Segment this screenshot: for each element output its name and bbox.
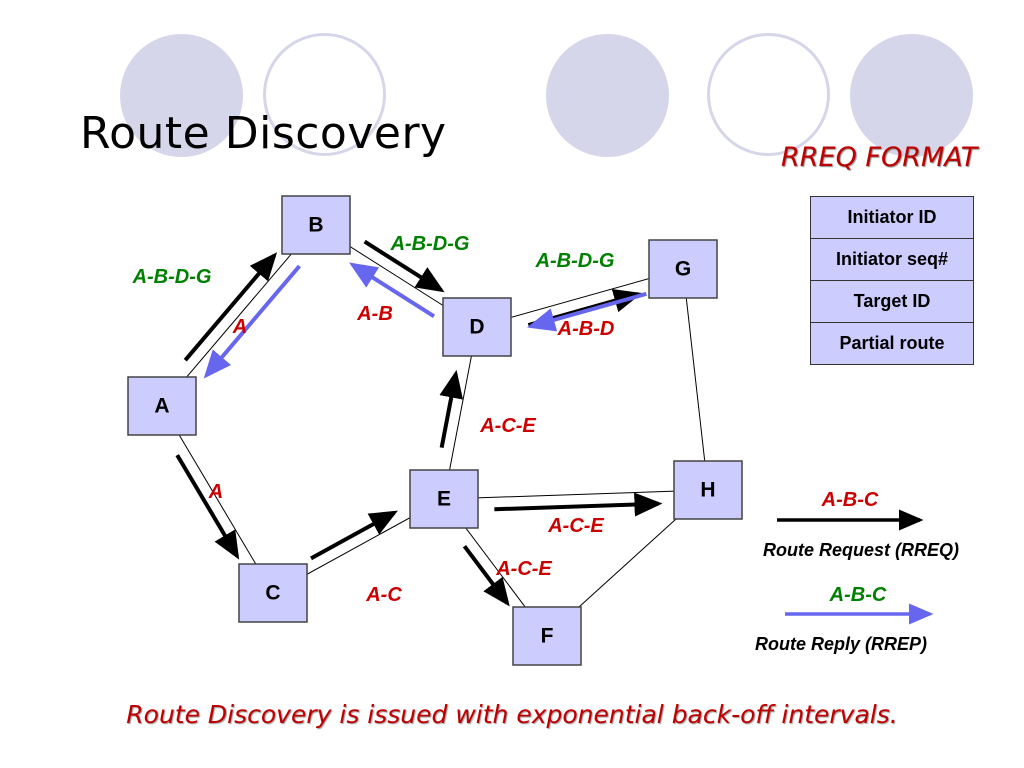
node-G: G bbox=[648, 239, 718, 299]
rreq-label-C-E: A-C bbox=[365, 584, 402, 606]
decor-circle-4 bbox=[707, 33, 830, 156]
rreq-format-heading: RREQ FORMAT bbox=[781, 142, 978, 173]
node-label: H bbox=[700, 479, 715, 502]
node-label: F bbox=[541, 625, 554, 648]
rreq-field: Initiator ID bbox=[810, 196, 974, 239]
node-label: E bbox=[437, 488, 451, 511]
rrep-label-G-D: A-B-D-G bbox=[535, 250, 615, 272]
arrows-layer bbox=[175, 239, 663, 607]
rreq-arrow-E-D bbox=[439, 369, 464, 449]
link-A-C bbox=[161, 405, 274, 594]
rreq-arrow-A-B bbox=[183, 252, 278, 362]
rreq-label-A-C: A bbox=[208, 481, 223, 503]
nodes-layer: A B C D E F G H bbox=[127, 195, 743, 666]
node-box bbox=[512, 606, 582, 666]
rrep-arrow-G-D bbox=[526, 291, 647, 332]
rreq-arrow-E-H bbox=[494, 492, 663, 517]
node-box bbox=[281, 195, 351, 255]
node-label: B bbox=[308, 214, 323, 237]
node-B: B bbox=[281, 195, 351, 255]
decor-circle-1 bbox=[120, 34, 243, 157]
decor-circle-3 bbox=[546, 34, 669, 157]
legend-request-text: Route Request (RREQ) bbox=[763, 540, 959, 560]
legend-request-sample-label: A-B-C bbox=[821, 489, 879, 511]
decor-circle-5 bbox=[850, 34, 973, 157]
legend-reply-text: Route Reply (RREP) bbox=[755, 634, 927, 654]
node-E: E bbox=[409, 469, 479, 529]
node-box bbox=[648, 239, 718, 299]
link-A-B bbox=[161, 224, 317, 407]
rreq-label-D-G: A-B-D bbox=[557, 318, 615, 340]
rrep-arrow-B-A bbox=[203, 264, 301, 379]
rrep-arrow-D-B bbox=[349, 262, 436, 319]
node-A: A bbox=[127, 376, 197, 436]
node-C: C bbox=[238, 563, 308, 623]
rreq-arrow-C-E bbox=[310, 510, 398, 561]
rreq-label-A-B: A bbox=[232, 316, 247, 338]
node-D: D bbox=[442, 297, 512, 357]
rreq-label-E-F: A-C-E bbox=[495, 558, 552, 580]
rreq-arrow-A-C bbox=[175, 454, 240, 560]
link-E-H bbox=[443, 489, 709, 500]
node-label: C bbox=[265, 582, 280, 605]
rreq-label-E-D: A-C-E bbox=[479, 415, 536, 437]
decor-circle-2 bbox=[263, 33, 386, 156]
node-box bbox=[673, 460, 743, 520]
rreq-label-B-D: A-B bbox=[356, 303, 393, 325]
node-F: F bbox=[512, 606, 582, 666]
node-label: D bbox=[469, 316, 484, 339]
rreq-arrow-B-D bbox=[363, 239, 445, 293]
node-box bbox=[127, 376, 197, 436]
labels-layer: A A A-B A-C A-C-E A-C-E A-C-E A-B-D A-B-D-G A-B-D… bbox=[132, 233, 615, 606]
rreq-format-table: Initiator ID Initiator seq# Target ID Pa… bbox=[810, 196, 974, 365]
node-H: H bbox=[673, 460, 743, 520]
node-box bbox=[409, 469, 479, 529]
link-G-H bbox=[682, 268, 709, 491]
footer-note: Route Discovery is issued with exponenti… bbox=[126, 700, 898, 729]
rreq-field: Target ID bbox=[810, 280, 974, 323]
rrep-label-D-B: A-B-D-G bbox=[390, 233, 470, 255]
rreq-field: Partial route bbox=[810, 322, 974, 365]
node-box bbox=[442, 297, 512, 357]
legend: A-B-C Route Request (RREQ) A-B-C Route R… bbox=[755, 489, 959, 654]
node-label: G bbox=[675, 258, 691, 281]
rreq-arrow-E-F bbox=[462, 544, 510, 607]
rrep-label-B-A: A-B-D-G bbox=[132, 266, 212, 288]
slide-title: Route Discovery bbox=[80, 108, 447, 159]
node-box bbox=[238, 563, 308, 623]
legend-reply-sample-label: A-B-C bbox=[829, 584, 887, 606]
rreq-label-E-H: A-C-E bbox=[547, 515, 604, 537]
node-label: A bbox=[154, 395, 169, 418]
